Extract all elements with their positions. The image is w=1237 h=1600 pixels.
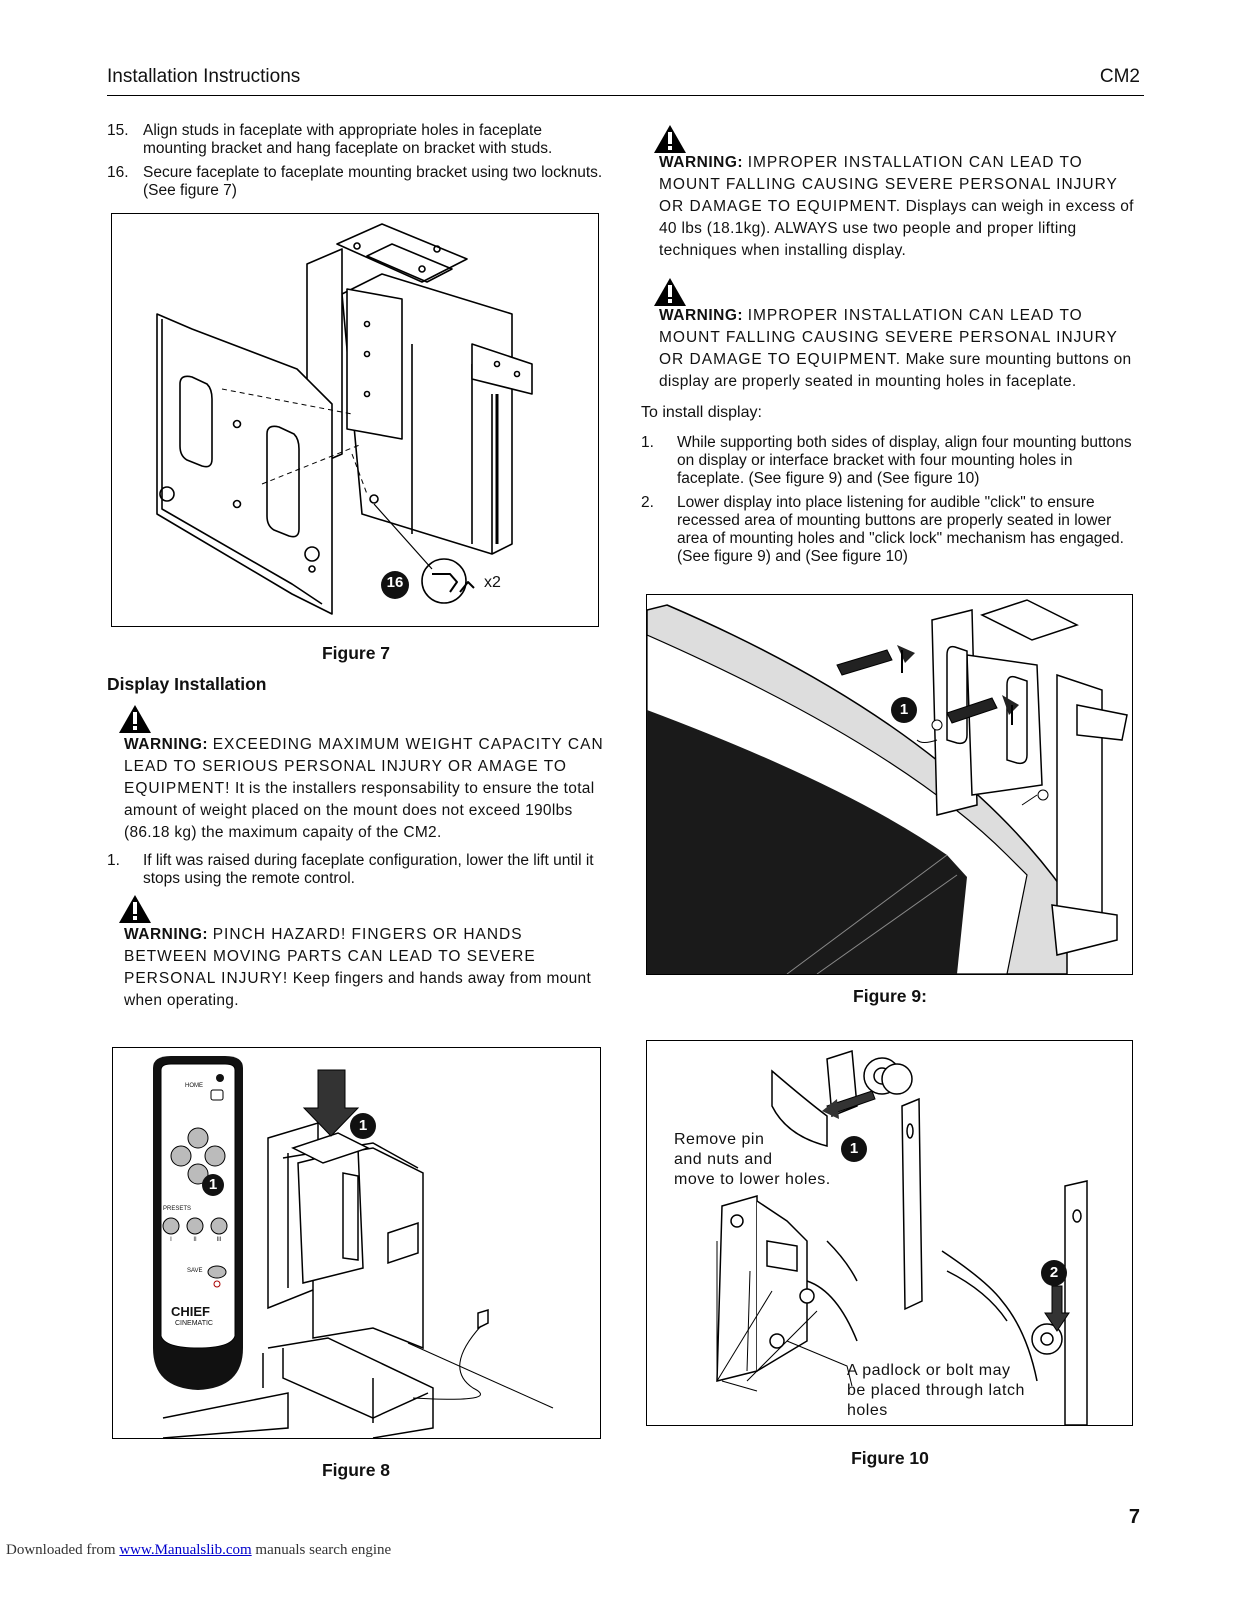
figure-10-caption: Figure 10: [851, 1448, 929, 1468]
warning-caps: PINCH HAZARD! FINGERS OR HANDS BETWEEN M…: [124, 926, 536, 987]
remote-presets-label: PRESETS: [163, 1206, 192, 1212]
remove-pin-label: Remove pin and nuts and move to lower ho…: [674, 1130, 854, 1190]
step-text: Secure faceplate to faceplate mounting b…: [143, 164, 603, 199]
footer-prefix: Downloaded from: [6, 1542, 120, 1558]
preset-2-label: II: [193, 1237, 197, 1243]
warning-icon: [654, 278, 686, 306]
label-line: holes: [847, 1402, 888, 1419]
step-number: 1.: [107, 852, 120, 869]
warning-text: Make sure mounting buttons on display ar…: [659, 351, 1132, 390]
step-1-lower-lift: 1. If lift was raised during faceplate c…: [107, 852, 607, 890]
remote-save-label: SAVE: [187, 1268, 203, 1274]
padlock-label: A padlock or bolt may be placed through …: [847, 1361, 1047, 1421]
figure-9-caption: Figure 9:: [853, 986, 927, 1006]
step-badge: 1: [899, 701, 909, 718]
figure-8: HOME PRESETS I II III SAVE CHIEF CINEMAT…: [112, 1047, 601, 1439]
warning-text: Keep fingers and hands away from mount w…: [124, 970, 592, 1009]
preset-1-label: I: [170, 1237, 172, 1243]
warning-lifting: WARNING: IMPROPER INSTALLATION CAN LEAD …: [659, 152, 1144, 262]
step-1-align: 1. While supporting both sides of displa…: [641, 434, 1141, 490]
step-text: If lift was raised during faceplate conf…: [143, 852, 594, 887]
warning-mounting-buttons: WARNING: IMPROPER INSTALLATION CAN LEAD …: [659, 305, 1144, 393]
step-badge-remote: 1: [208, 1176, 218, 1193]
step-number: 2.: [641, 494, 654, 511]
locknut-count: x2: [484, 574, 501, 591]
label-line: and nuts and: [674, 1151, 773, 1168]
warning-text: It is the installers responsability to e…: [124, 780, 595, 841]
warning-caps: IMPROPER INSTALLATION CAN LEAD TO MOUNT …: [659, 307, 1118, 368]
warning-icon: [119, 895, 151, 923]
warning-label: WARNING:: [659, 307, 744, 324]
step-badge-2: 2: [1049, 1264, 1059, 1281]
preset-3-label: III: [216, 1237, 222, 1243]
figure-9: 1: [646, 594, 1133, 975]
figure-10: 1 2 Remove pin and nuts and move to lowe…: [646, 1040, 1133, 1426]
manualslib-link[interactable]: www.Manualslib.com: [119, 1542, 252, 1558]
section-heading: Display Installation: [107, 674, 267, 694]
warning-text: Displays can weigh in excess of 40 lbs (…: [659, 198, 1134, 259]
warning-weight: WARNING: EXCEEDING MAXIMUM WEIGHT CAPACI…: [124, 734, 604, 844]
figure-8-illustration: [153, 1056, 554, 1438]
header-rule: [107, 95, 1144, 96]
figure-7: 16 x2: [111, 213, 599, 627]
footer-suffix: manuals search engine: [251, 1542, 392, 1558]
warning-caps: IMPROPER INSTALLATION CAN LEAD TO MOUNT …: [659, 154, 1118, 215]
warning-label: WARNING:: [124, 736, 209, 753]
figure-7-illustration: [156, 223, 533, 615]
step-number: 15.: [107, 122, 129, 139]
figure-8-caption: Figure 8: [321, 1460, 391, 1480]
step-number: 1.: [641, 434, 654, 451]
remote-brand-sub: CINEMATIC: [175, 1320, 213, 1327]
figure-10-illustration: [716, 1050, 1088, 1425]
warning-icon: [654, 125, 686, 153]
warning-icon: [119, 705, 151, 733]
step-badge-1: 1: [849, 1140, 859, 1157]
remote-brand: CHIEF: [171, 1304, 210, 1319]
step-16: 16. Secure faceplate to faceplate mounti…: [107, 164, 607, 202]
header-title: Installation Instructions: [107, 66, 301, 87]
step-badge: 16: [386, 574, 404, 591]
install-intro: To install display:: [641, 404, 762, 421]
label-line: A padlock or bolt may: [847, 1362, 1011, 1379]
step-text: Lower display into place listening for a…: [677, 494, 1124, 565]
label-line: move to lower holes.: [674, 1171, 831, 1188]
warning-caps: EXCEEDING MAXIMUM WEIGHT CAPACITY CAN LE…: [124, 736, 604, 797]
header-model: CM2: [1099, 66, 1140, 87]
figure-7-caption: Figure 7: [321, 643, 391, 663]
step-2-lower: 2. Lower display into place listening fo…: [641, 494, 1141, 568]
warning-pinch: WARNING: PINCH HAZARD! FINGERS OR HANDS …: [124, 924, 604, 1012]
warning-label: WARNING:: [124, 926, 209, 943]
step-badge-arrow: 1: [358, 1117, 368, 1134]
step-15: 15. Align studs in faceplate with approp…: [107, 122, 607, 160]
step-text: While supporting both sides of display, …: [677, 434, 1132, 487]
label-line: Remove pin: [674, 1131, 765, 1148]
remote-home-label: HOME: [185, 1083, 203, 1089]
step-text: Align studs in faceplate with appropriat…: [143, 122, 553, 157]
page-number: 7: [1128, 1506, 1140, 1528]
footer: Downloaded from www.Manualslib.com manua…: [6, 1542, 391, 1559]
label-line: be placed through latch: [847, 1382, 1025, 1399]
step-number: 16.: [107, 164, 129, 181]
warning-label: WARNING:: [659, 154, 744, 171]
figure-9-illustration: [647, 599, 1128, 974]
